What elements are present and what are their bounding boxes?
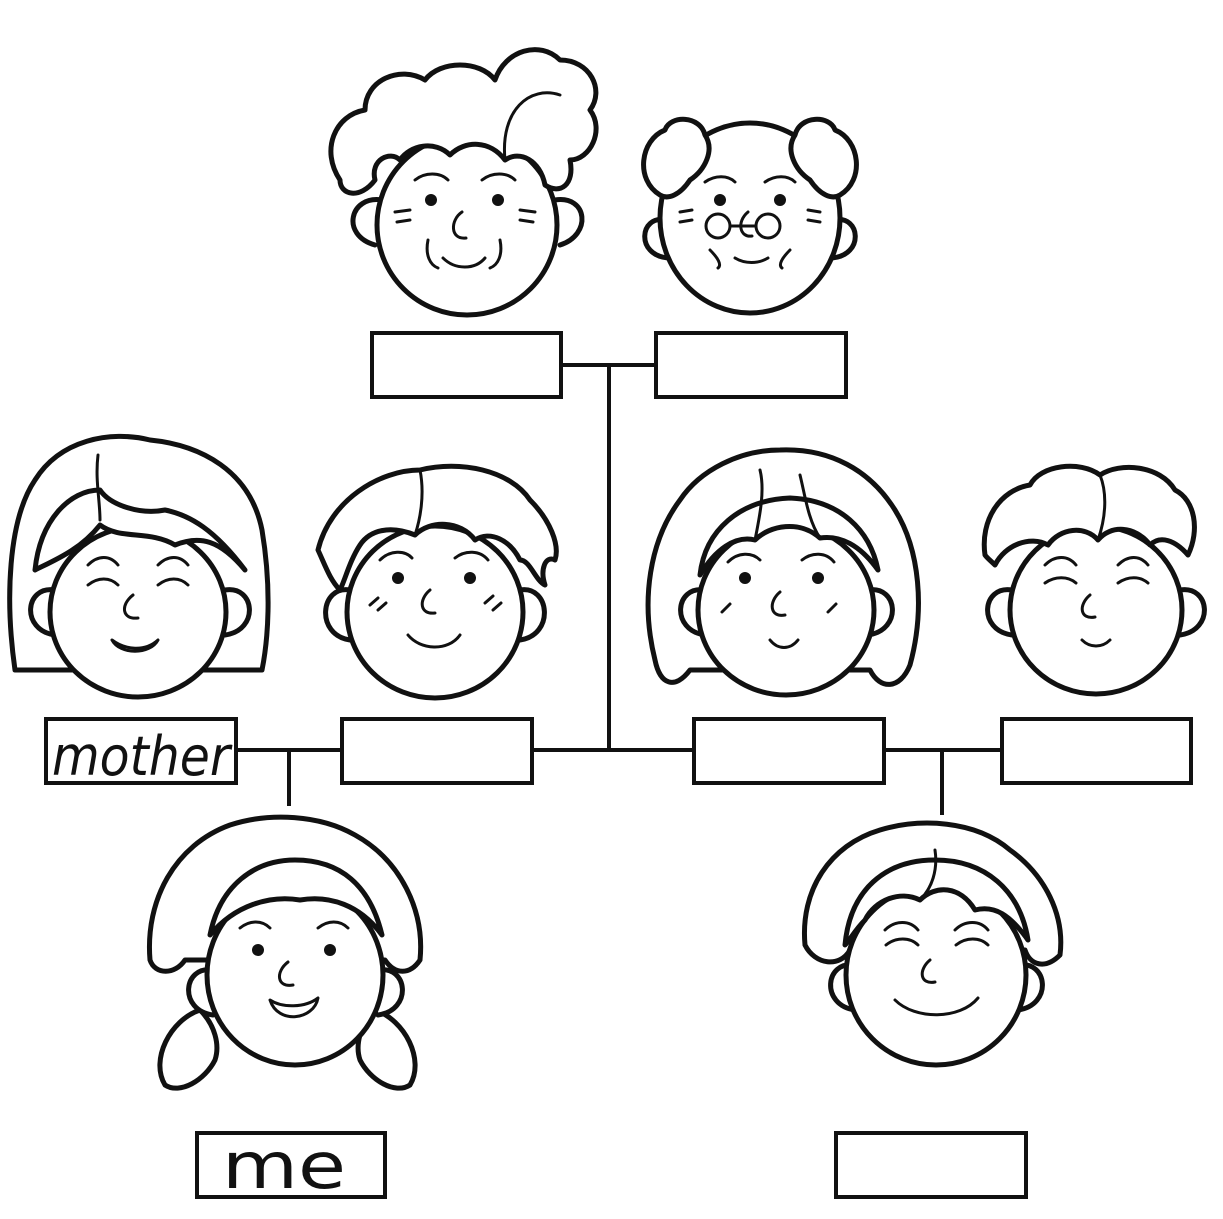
uncle-face [984,466,1204,694]
grandfather-face [644,119,857,313]
uncle-name-box[interactable] [1002,719,1191,783]
father-name-box[interactable] [342,719,532,783]
cousin-name-box[interactable] [836,1133,1026,1197]
grandmother-face [331,50,596,315]
grandfather-name-box[interactable] [656,333,846,397]
mother-face [10,436,268,697]
me-name-text: me [222,1130,346,1204]
aunt-face [648,450,918,695]
aunt-name-box[interactable] [694,719,884,783]
grandmother-name-box[interactable] [372,333,561,397]
father-face [318,466,556,698]
me-face [149,817,420,1088]
mother-name-text: mother [52,725,233,788]
cousin-face [804,823,1060,1065]
